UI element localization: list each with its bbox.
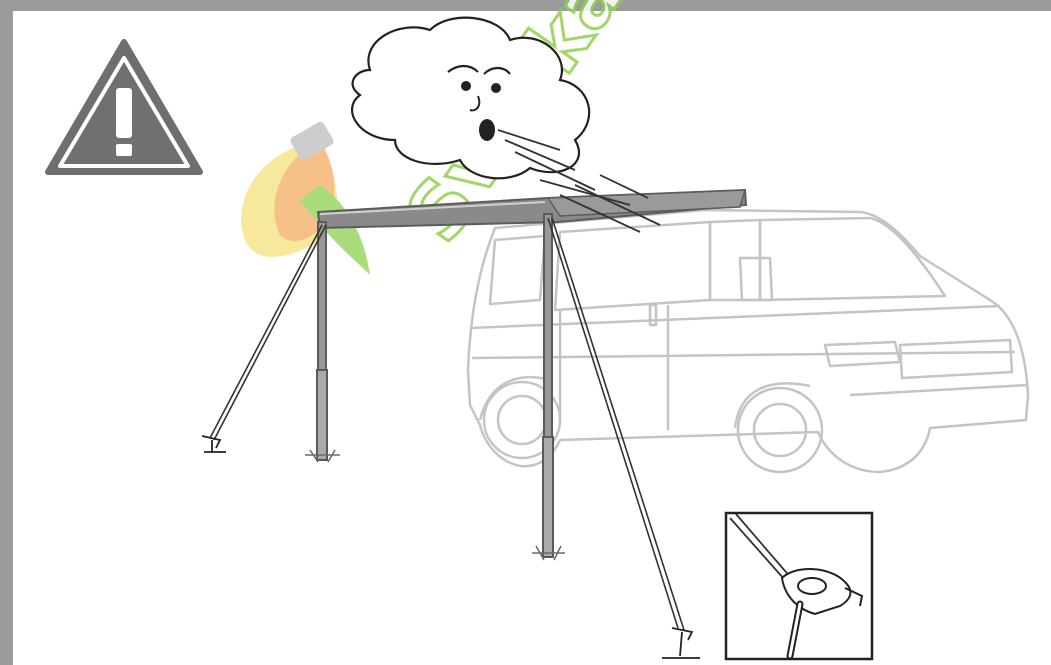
peg-detail-inset [726, 513, 872, 659]
